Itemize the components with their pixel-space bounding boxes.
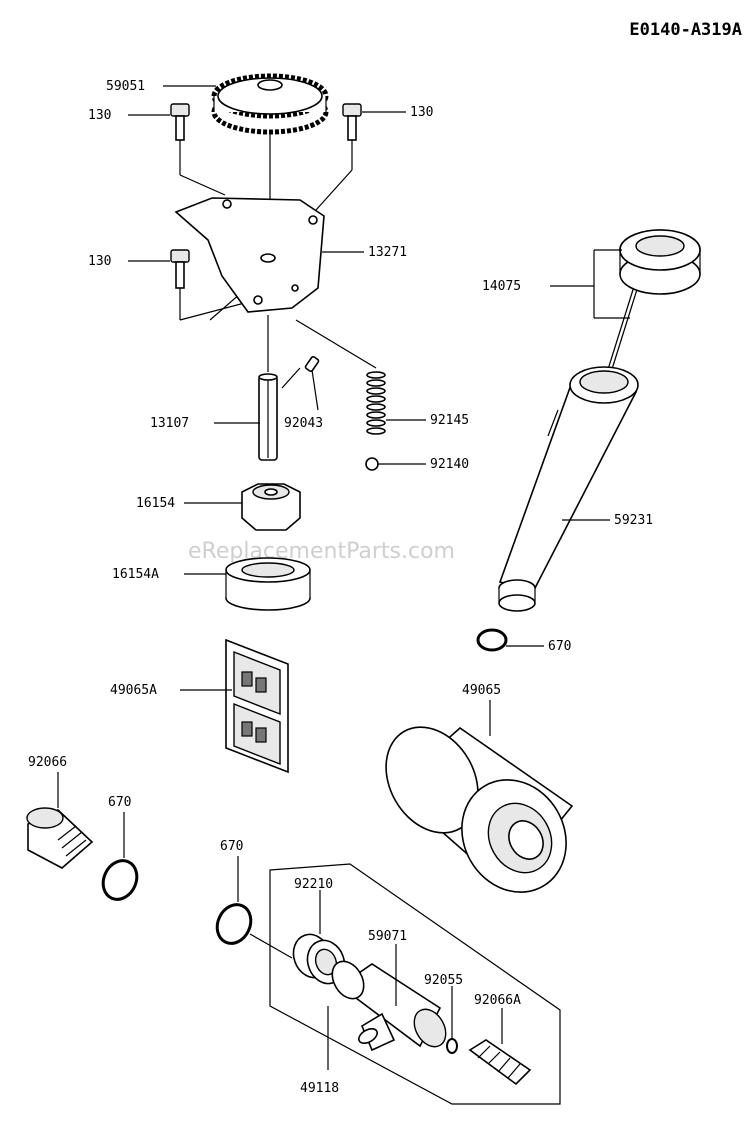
callout-nut: 92210 bbox=[294, 877, 333, 892]
callout-plug: 92066 bbox=[28, 755, 67, 770]
oring-tube-part bbox=[476, 628, 508, 652]
callout-assembly: 49118 bbox=[300, 1081, 339, 1096]
plug-a-part bbox=[468, 1039, 532, 1086]
oring-fitting-part bbox=[215, 903, 253, 945]
assembly-bracket bbox=[269, 863, 561, 1105]
callout-oring-tube: 670 bbox=[548, 639, 571, 654]
gear-part bbox=[211, 73, 329, 260]
plug-part bbox=[26, 807, 94, 869]
callout-inner-rotor: 16154 bbox=[136, 496, 175, 511]
callout-bolt-right: 130 bbox=[410, 105, 433, 120]
pin-part bbox=[281, 355, 320, 411]
bolt-left-part bbox=[170, 103, 226, 196]
callout-shaft: 13107 bbox=[150, 416, 189, 431]
callout-ball: 92140 bbox=[430, 457, 469, 472]
callout-pin: 92043 bbox=[284, 416, 323, 431]
callout-dipstick: 14075 bbox=[482, 279, 521, 294]
filter-part bbox=[385, 726, 574, 893]
callout-plug-a: 92066A bbox=[474, 993, 521, 1008]
diagram-code: E0140-A319A bbox=[629, 20, 742, 40]
oring-plug-part bbox=[101, 859, 139, 901]
spring-guide bbox=[295, 319, 377, 369]
dipstick-part bbox=[603, 229, 701, 383]
outer-rotor-part bbox=[225, 557, 311, 611]
callout-fitting: 59071 bbox=[368, 929, 407, 944]
callout-filter: 49065 bbox=[462, 683, 501, 698]
inner-rotor-part bbox=[241, 483, 301, 531]
watermark: eReplacementParts.com bbox=[188, 539, 455, 564]
spring-part bbox=[366, 371, 386, 435]
shaft-part bbox=[258, 373, 278, 461]
ball-part bbox=[365, 457, 379, 471]
plate-part bbox=[174, 197, 325, 313]
leader-oring-fitting-link bbox=[249, 933, 293, 959]
callout-outer-rotor: 16154A bbox=[112, 567, 159, 582]
fitting-part bbox=[331, 960, 447, 1052]
callout-gear: 59051 bbox=[106, 79, 145, 94]
callout-bolt-lower: 130 bbox=[88, 254, 111, 269]
bolt-right-part bbox=[315, 103, 362, 211]
callout-screen: 49065A bbox=[110, 683, 157, 698]
screen-part bbox=[225, 638, 289, 774]
callout-bolt-left: 130 bbox=[88, 108, 111, 123]
small-oring-part bbox=[446, 1038, 458, 1054]
callout-oring-plug: 670 bbox=[108, 795, 131, 810]
callout-small-oring: 92055 bbox=[424, 973, 463, 988]
callout-oring-fitting: 670 bbox=[220, 839, 243, 854]
callout-spring: 92145 bbox=[430, 413, 469, 428]
callout-tube: 59231 bbox=[614, 513, 653, 528]
tube-part bbox=[498, 366, 639, 612]
callout-plate: 13271 bbox=[368, 245, 407, 260]
